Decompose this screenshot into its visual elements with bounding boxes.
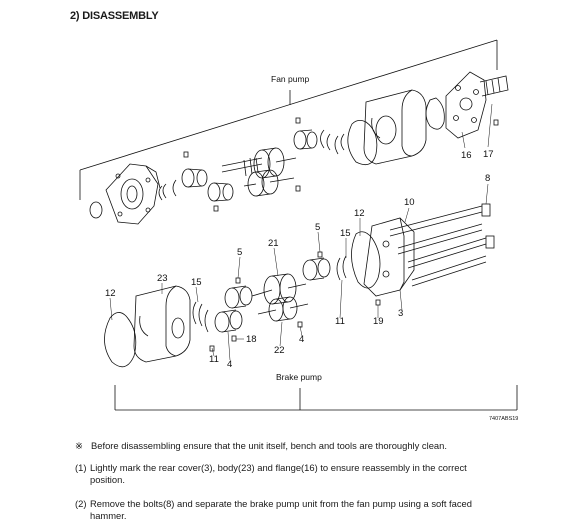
brake-seal-ring-right (351, 231, 381, 289)
callout-5-top: 5 (315, 222, 320, 233)
fan-drive-gear (221, 147, 297, 179)
fan-rear-seal (425, 97, 445, 130)
fan-body-seal (347, 120, 378, 166)
leader-lines (109, 103, 493, 361)
callout-17: 17 (483, 149, 494, 160)
brake-snap-ring-right (336, 255, 347, 281)
fan-snap-ring-left-2 (172, 179, 177, 197)
callout-8: 8 (485, 173, 490, 184)
callout-4-mid: 4 (299, 334, 304, 345)
fan-pump-body (363, 89, 427, 165)
brake-rear-cover (363, 217, 415, 297)
fan-bushing-left (181, 168, 208, 188)
brake-dowel-right (375, 299, 381, 306)
fan-seal-ring (89, 201, 103, 219)
callout-21: 21 (268, 238, 279, 249)
figure-code: 7407ABS19 (489, 416, 518, 422)
callout-5-mid: 5 (237, 247, 242, 258)
callout-22: 22 (274, 345, 285, 356)
callout-3: 3 (398, 308, 403, 319)
brake-pump-body (133, 285, 191, 363)
step-2-line-1: Remove the bolts(8) and separate the bra… (90, 498, 472, 509)
callout-12-top: 12 (354, 208, 365, 219)
step-1-line-1: Lightly mark the rear cover(3), body(23)… (90, 462, 467, 473)
fan-dowel-2 (213, 205, 219, 212)
brake-bushing-right (302, 257, 331, 281)
fan-bushing-right (293, 129, 318, 150)
section-heading: 2) DISASSEMBLY (70, 10, 159, 22)
callout-16: 16 (461, 150, 472, 161)
fan-flange-housing (105, 163, 161, 225)
brake-dowel-upper (235, 277, 241, 284)
fan-pump-bracket (79, 39, 498, 200)
tie-bolts (389, 203, 495, 287)
caution-text: Before disassembling ensure that the uni… (91, 440, 447, 451)
fan-flange-plate (445, 71, 487, 139)
callout-18: 18 (246, 334, 257, 345)
fan-snap-ring-right-2 (334, 133, 345, 155)
fan-pump-label: Fan pump (271, 74, 310, 84)
fan-dowel-3 (295, 185, 301, 192)
callout-15-left: 15 (191, 277, 202, 288)
fan-snap-ring-right-1 (320, 129, 331, 151)
brake-dowel-left (209, 345, 215, 352)
caution-note: ※ Before disassembling ensure that the un… (75, 440, 525, 452)
fan-driven-gear (243, 169, 295, 197)
callout-19: 19 (373, 316, 384, 327)
brake-seal-ring-left (104, 312, 137, 368)
callout-11-right: 11 (335, 316, 345, 327)
brake-snap-ring-left-1 (192, 301, 203, 327)
fan-dowel-5 (493, 119, 499, 126)
step-1: (1)Lightly mark the rear cover(3), body(… (75, 462, 525, 486)
fan-dowel-4 (295, 117, 301, 124)
fan-bushing-lower (207, 182, 234, 202)
step-1-line-2: position. (90, 474, 125, 485)
callout-11-left: 11 (209, 354, 219, 365)
callout-10: 10 (404, 197, 415, 208)
brake-pump-bracket (114, 385, 518, 411)
callout-4-left: 4 (227, 359, 232, 370)
brake-snap-ring-left-2 (204, 309, 209, 333)
callout-23: 23 (157, 273, 168, 284)
brake-dowel-top (317, 251, 323, 258)
step-2-line-2: hammer. (90, 510, 127, 521)
fan-spline-shaft (479, 75, 509, 97)
caution-mark: ※ (75, 440, 83, 451)
brake-bushing-upper (224, 285, 253, 309)
brake-driven-gear (257, 296, 309, 322)
step-1-number: (1) (75, 462, 87, 473)
step-2: (2)Remove the bolts(8) and separate the … (75, 498, 525, 522)
brake-dowel-18 (231, 335, 237, 342)
brake-drive-gear (251, 273, 307, 305)
callout-15-top: 15 (340, 228, 351, 239)
fan-snap-ring-left-1 (158, 183, 167, 201)
exploded-view-diagram: Fan pump Brake pump 7407ABS19 16 17 8 10… (79, 39, 518, 422)
callout-12-left: 12 (105, 288, 116, 299)
brake-bushing-lower (214, 309, 243, 333)
step-2-number: (2) (75, 498, 87, 509)
fan-dowel-1 (183, 151, 189, 158)
brake-pump-label: Brake pump (276, 372, 322, 382)
